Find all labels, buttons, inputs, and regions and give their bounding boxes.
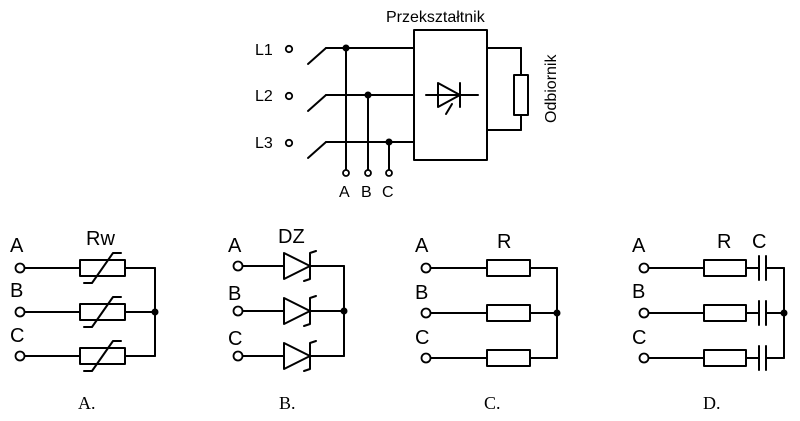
varistor-icon	[79, 252, 126, 284]
resistor-icon	[703, 349, 747, 367]
variant-d-terminal-label-a: A	[632, 235, 646, 257]
variant-d-terminal-label-b: B	[632, 281, 645, 303]
resistor-icon	[486, 349, 531, 367]
variant-d-terminal-label-c: C	[632, 327, 646, 349]
terminal-out-a	[342, 169, 350, 177]
resistor-icon	[486, 259, 531, 277]
variant-b-caption: B.	[279, 393, 296, 413]
variant-b-element-label: DZ	[278, 226, 305, 248]
converter-label: Przekształtnik	[386, 9, 486, 26]
output-label-c: C	[382, 184, 394, 201]
capacitor-icon	[758, 300, 767, 326]
variant-a-terminal-label-c: C	[10, 325, 24, 347]
terminal-l3	[284, 138, 294, 148]
variant-a-caption: A.	[78, 393, 96, 413]
variant-a-element-label: Rw	[86, 228, 115, 250]
variant-b-terminal-label-c: C	[228, 328, 242, 350]
switch-l1	[307, 47, 327, 65]
variant-c: A B C R C.	[415, 231, 561, 413]
junction-a	[342, 44, 350, 52]
output-label-b: B	[361, 184, 372, 201]
line-label-l3: L3	[255, 135, 273, 152]
resistor-icon	[486, 304, 531, 322]
junction-b	[364, 91, 372, 99]
resistor-icon	[703, 259, 747, 277]
capacitor-icon	[758, 345, 767, 371]
converter-box	[413, 29, 488, 161]
variant-c-terminal-label-a: A	[415, 235, 429, 257]
junction-c	[385, 138, 393, 146]
variant-a: A B C Rw A.	[10, 228, 159, 413]
variant-c-terminal-label-c: C	[415, 327, 429, 349]
capacitor-icon	[758, 255, 767, 281]
variant-d-element-label-r: R	[717, 231, 731, 253]
load-resistor	[513, 74, 529, 116]
variant-d-element-label-c: C	[752, 231, 766, 253]
variant-c-terminal-label-b: B	[415, 282, 428, 304]
terminal-l2	[284, 91, 294, 101]
terminal-l1	[284, 44, 294, 54]
variant-c-element-label: R	[497, 231, 511, 253]
line-label-l1: L1	[255, 42, 273, 59]
top-schematic: L1 L2 L3 A B C Przekształtnik	[255, 9, 560, 201]
variant-d: A B C R C D.	[632, 231, 788, 413]
converter-diode-icon	[425, 82, 479, 115]
terminal-out-c	[385, 169, 393, 177]
load-label: Odbiornik	[543, 54, 560, 123]
terminal-out-b	[364, 169, 372, 177]
variant-b: A B C DZ B.	[228, 226, 348, 413]
variant-d-caption: D.	[703, 393, 721, 413]
varistor-icon	[79, 296, 126, 328]
switch-l2	[307, 94, 327, 112]
line-label-l2: L2	[255, 88, 273, 105]
varistor-icon	[79, 340, 126, 372]
variant-a-terminal-label-b: B	[10, 280, 23, 302]
variant-a-terminal-label-a: A	[10, 235, 24, 257]
resistor-icon	[703, 304, 747, 322]
switch-l3	[307, 141, 327, 159]
variant-b-terminal-label-a: A	[228, 235, 242, 257]
output-label-a: A	[339, 184, 350, 201]
variant-b-terminal-label-b: B	[228, 283, 241, 305]
variant-c-caption: C.	[484, 393, 501, 413]
